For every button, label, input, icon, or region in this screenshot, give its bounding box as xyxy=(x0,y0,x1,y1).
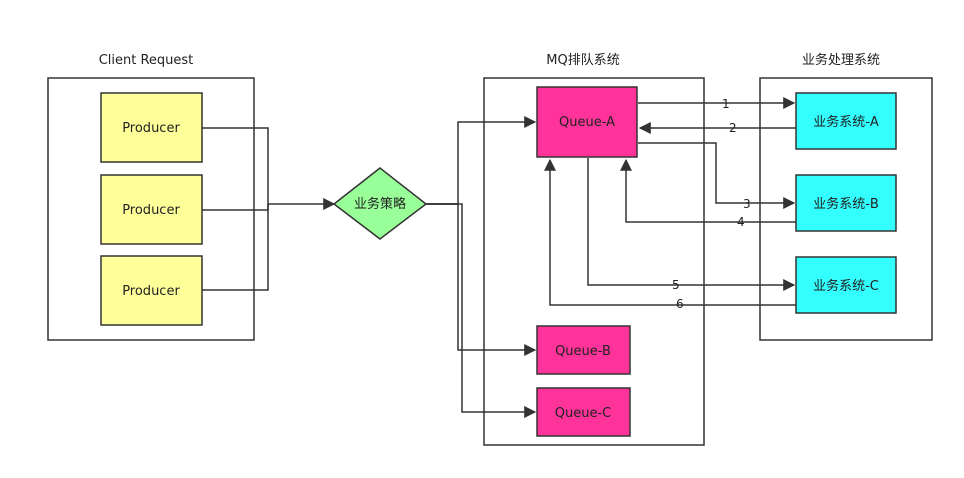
edge-strategy-queueC xyxy=(426,203,537,418)
edge-producer1-strategy xyxy=(202,127,336,210)
business-system-a-node-label: 业务系统-A xyxy=(813,114,879,130)
edge-strategy-queueA xyxy=(426,116,537,205)
producer-node-3 xyxy=(100,255,203,326)
mq-queue-group xyxy=(483,77,705,446)
business-system-c-node xyxy=(795,256,897,314)
producer-node-2-label: Producer xyxy=(122,203,180,218)
edge-label-3: 3 xyxy=(743,197,751,211)
edge-producer3-strategy xyxy=(202,204,269,291)
edge-label-6: 6 xyxy=(676,297,684,311)
edge-label-2: 2 xyxy=(729,121,737,135)
queue-c-node xyxy=(536,387,631,437)
edge-queueA-systemB xyxy=(638,142,796,209)
edge-label-4: 4 xyxy=(737,215,745,229)
edge-producer2-strategy xyxy=(202,204,269,211)
producer-node-3-label: Producer xyxy=(122,284,180,299)
edge-systemC-queueA xyxy=(544,158,796,306)
edge-label-1: 1 xyxy=(722,97,730,111)
edge-systemB-queueA xyxy=(620,158,796,223)
producer-node-2 xyxy=(100,174,203,245)
business-system-group xyxy=(759,77,933,341)
producer-node-1 xyxy=(100,92,203,163)
queue-b-node-label: Queue-B xyxy=(555,344,611,359)
client-request-group xyxy=(47,77,255,341)
producer-node-1-label: Producer xyxy=(122,121,180,136)
strategy-diamond xyxy=(332,167,428,240)
business-system-a-node xyxy=(795,92,897,150)
strategy-diamond-label: 业务策略 xyxy=(354,196,406,212)
client-request-group-label: Client Request xyxy=(99,53,194,68)
business-system-b-node-label: 业务系统-B xyxy=(813,196,879,212)
edge-queueA-systemC xyxy=(587,158,796,291)
queue-a-node-label: Queue-A xyxy=(559,115,615,130)
edge-label-5: 5 xyxy=(672,278,680,292)
queue-c-node-label: Queue-C xyxy=(555,406,611,421)
business-system-b-node xyxy=(795,174,897,232)
queue-a-node xyxy=(536,86,638,158)
business-system-c-node-label: 业务系统-C xyxy=(813,278,879,294)
business-system-group-label: 业务处理系统 xyxy=(802,52,880,68)
queue-b-node xyxy=(536,325,631,375)
edge-strategy-queueB xyxy=(426,203,537,356)
mq-queue-group-label: MQ排队系统 xyxy=(546,53,619,68)
